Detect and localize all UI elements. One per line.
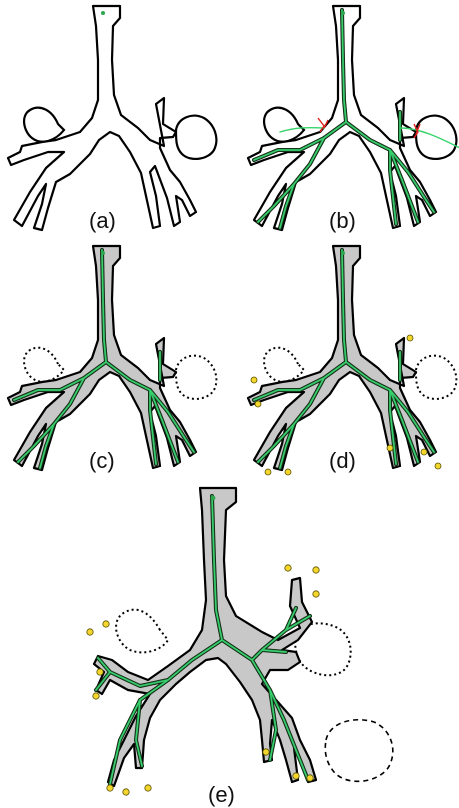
endpoint: [123, 789, 129, 795]
airway-segmentation: [94, 488, 316, 786]
endpoint: [93, 693, 99, 699]
endpoint: [421, 449, 427, 455]
removed-leak-right: [416, 356, 456, 399]
endpoint: [103, 621, 109, 627]
endpoint: [263, 749, 269, 755]
endpoint: [313, 591, 319, 597]
panel-label-a: (a): [89, 208, 116, 233]
endpoint: [255, 401, 261, 407]
seed-point: [341, 251, 345, 255]
removed-leak-left: [264, 348, 304, 382]
endpoint: [285, 469, 291, 475]
endpoint: [97, 669, 103, 675]
leak-region-left: [24, 108, 64, 142]
endpoint: [251, 377, 257, 383]
panel-d: (d): [248, 246, 456, 475]
endpoint: [293, 773, 299, 779]
seed-point: [101, 251, 105, 255]
removed-leak-lower: [325, 720, 393, 782]
endpoint: [407, 335, 413, 341]
panel-label-d: (d): [329, 448, 356, 473]
seed-point: [211, 496, 216, 501]
endpoint: [435, 463, 441, 469]
endpoint: [145, 785, 151, 791]
panel-c: (c): [8, 246, 216, 473]
endpoint: [265, 469, 271, 475]
seed-point: [341, 11, 345, 15]
panel-b: (b): [248, 6, 459, 233]
endpoint: [313, 567, 319, 573]
endpoint: [285, 565, 291, 571]
panel-a: (a): [8, 6, 216, 233]
panel-label-e: (e): [208, 782, 235, 807]
seed-point: [101, 11, 105, 15]
endpoint: [87, 629, 93, 635]
endpoint: [107, 785, 113, 791]
panel-e: (e): [87, 488, 393, 807]
panel-label-c: (c): [89, 448, 115, 473]
removed-leak-right: [176, 356, 216, 399]
leak-region-right: [176, 116, 216, 159]
endpoint: [307, 775, 313, 781]
removed-leak-left: [24, 348, 64, 382]
removed-leak-left: [116, 610, 168, 653]
endpoint: [387, 445, 393, 451]
panel-label-b: (b): [329, 208, 356, 233]
leak-region-left: [264, 108, 304, 142]
